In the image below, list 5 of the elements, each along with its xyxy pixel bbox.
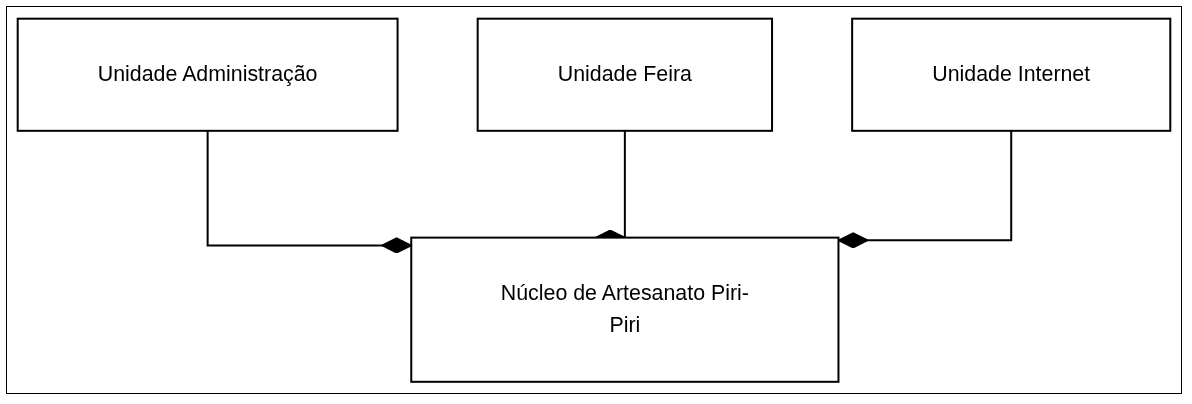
connector xyxy=(837,129,1013,249)
node-box xyxy=(851,17,1172,132)
node-box xyxy=(476,17,774,132)
node-box xyxy=(16,17,399,132)
node-box xyxy=(410,236,840,383)
